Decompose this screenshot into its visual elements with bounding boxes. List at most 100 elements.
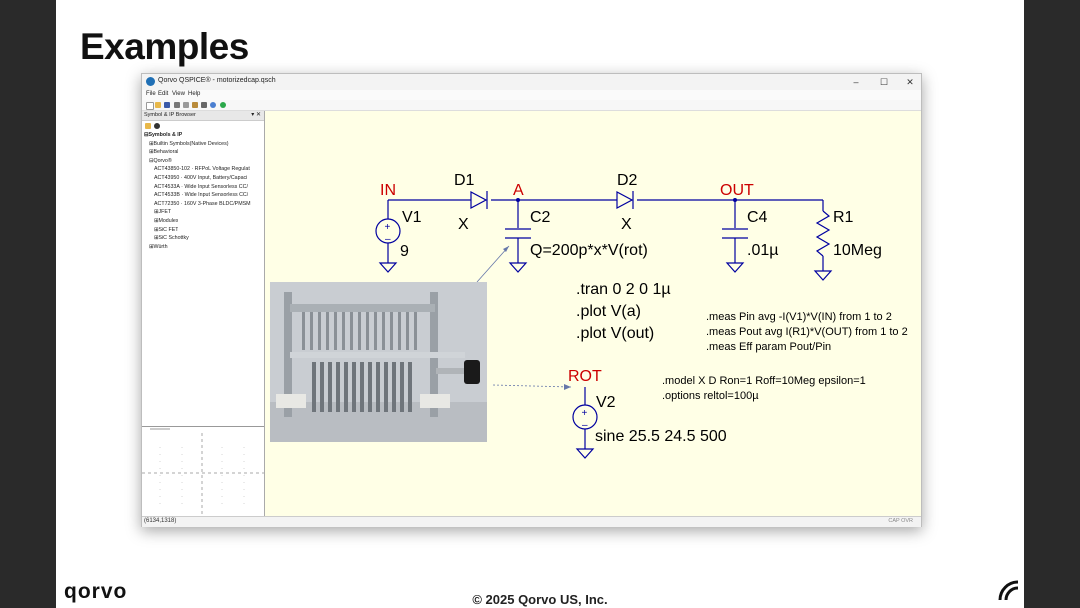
directive-plot-out: .plot V(out) [576, 325, 654, 342]
tree-item-label: Symbols & IP [148, 132, 183, 138]
copy-icon[interactable] [183, 102, 189, 108]
tree-expander-icon[interactable]: ⊞ [154, 218, 159, 224]
tree-item[interactable]: ⊞Würth [149, 244, 168, 250]
keyboard-mode: CAP OVR [888, 518, 913, 524]
tree-item[interactable]: ⊟Symbols & IP [144, 132, 182, 138]
arrow-head-c2 [503, 246, 509, 252]
tree-item[interactable]: ACT43950 · 400V Input, Battery/Capaci [154, 175, 247, 181]
directive-meas-pin: .meas Pin avg -I(V1)*V(IN) from 1 to 2 [706, 311, 892, 323]
browse-folder-icon[interactable] [145, 123, 151, 129]
tree-item[interactable]: ACT4533B · Wide Input Sensorless CC/ [154, 192, 248, 198]
tree-item[interactable]: ACT43850-102 · RFPoL Voltage Regulat [154, 166, 250, 172]
schematic-drawing[interactable]: + – + – IN A OUT ROT D1 X D2 X [265, 111, 921, 516]
tree-item[interactable]: ⊞SiC FET [154, 227, 178, 233]
tree-expander-icon[interactable]: ⊟ [144, 132, 149, 138]
r1-label: R1 [833, 209, 854, 226]
directive-options: .options reltol=100µ [662, 390, 759, 402]
run-simulation-icon[interactable] [220, 102, 226, 108]
tree-item-label: Builtin Symbols(Native Devices) [153, 140, 229, 147]
slide: Examples Qorvo QSPICE® - motorizedcap.qs… [56, 0, 1024, 608]
status-bar: (6134,1318) CAP OVR [142, 516, 921, 527]
directive-meas-eff: .meas Eff param Pout/Pin [706, 341, 831, 353]
menu-edit[interactable]: Edit [158, 91, 169, 97]
qorvo-logo: qorvo [64, 580, 128, 603]
browser-header: Symbol & IP Browser ▾ ✕ [142, 111, 264, 121]
close-button[interactable]: ✕ [906, 77, 914, 87]
directive-meas-pout: .meas Pout avg I(R1)*V(OUT) from 1 to 2 [706, 326, 908, 338]
maximize-button[interactable]: ☐ [879, 77, 889, 87]
tree-item-label: Würth [153, 243, 168, 250]
qorvo-corner-mark-icon [998, 580, 1019, 601]
tree-item[interactable]: ⊞JFET [154, 209, 171, 215]
directive-tran: .tran 0 2 0 1µ [576, 281, 671, 298]
new-file-icon[interactable] [146, 102, 154, 110]
help-icon[interactable] [210, 102, 216, 108]
tree-item[interactable]: ACT4533A · Wide Input Sensorless CC/ [154, 184, 248, 190]
minimize-button[interactable]: – [853, 77, 859, 87]
menu-help[interactable]: Help [188, 91, 201, 97]
ground-c2 [508, 262, 528, 273]
menu-bar: File Edit View Help [142, 90, 921, 100]
tree-item-label: Qorvo® [153, 157, 172, 164]
symbol-ip-browser: Symbol & IP Browser ▾ ✕ ⊟Symbols & IP⊞Bu… [142, 111, 265, 517]
qspice-window: Qorvo QSPICE® - motorizedcap.qsch – ☐ ✕ … [141, 73, 922, 527]
toolbar [142, 100, 921, 111]
variable-capacitor-photo [270, 282, 487, 442]
tree-item[interactable]: ⊟Qorvo® [149, 158, 172, 164]
d2-model: X [621, 216, 632, 233]
d2-diode-symbol [616, 191, 634, 209]
browser-pin-close[interactable]: ▾ ✕ [251, 112, 261, 118]
window-title: Qorvo QSPICE® - motorizedcap.qsch [158, 77, 276, 84]
v1-value: 9 [400, 243, 409, 260]
slide-title: Examples [80, 26, 249, 67]
d1-diode-symbol [470, 191, 488, 209]
save-icon[interactable] [164, 102, 170, 108]
tree-expander-icon[interactable]: ⊞ [149, 140, 154, 147]
arrow-photo-to-c2 [476, 245, 510, 283]
tree-item-label: ACT4533B · Wide Input Sensorless CC/ [154, 192, 249, 199]
paste-icon[interactable] [192, 102, 198, 108]
tree-expander-icon[interactable]: ⊞ [154, 235, 159, 242]
tree-item[interactable]: ACT72350 · 160V 3-Phase BLDC/PMSM [154, 201, 251, 207]
tree-item-label: SiC FET [158, 226, 179, 233]
v1-minus-sign: – [385, 234, 391, 245]
r1-value: 10Meg [833, 242, 882, 259]
menu-file[interactable]: File [146, 91, 156, 97]
tree-item-label: SiC Schottky [158, 235, 189, 242]
netlabel-a: A [513, 182, 524, 199]
v2-label: V2 [596, 394, 616, 411]
menu-view[interactable]: View [172, 91, 185, 97]
ground-r1 [813, 270, 833, 281]
tree-item-label: ACT72350 · 160V 3-Phase BLDC/PMSM [154, 200, 251, 207]
netlabel-rot: ROT [568, 368, 602, 385]
netlabel-in: IN [380, 182, 396, 199]
tree-expander-icon[interactable]: ⊞ [154, 226, 159, 233]
arrow-head-rot [564, 384, 571, 390]
tree-item-label: ACT4533A · Wide Input Sensorless CC/ [154, 183, 248, 190]
v2-plus-sign: + [582, 408, 588, 419]
c2-label: C2 [530, 209, 551, 226]
binoculars-icon[interactable] [154, 123, 160, 129]
d1-model: X [458, 216, 469, 233]
tree-item-label: JFET [158, 209, 172, 216]
tree-expander-icon[interactable]: ⊞ [149, 243, 154, 250]
tree-expander-icon[interactable]: ⊟ [149, 157, 154, 164]
open-folder-icon[interactable] [155, 102, 161, 108]
tree-expander-icon[interactable]: ⊞ [149, 149, 154, 156]
tree-expander-icon[interactable]: ⊞ [154, 209, 159, 216]
ground-v2 [575, 448, 595, 459]
junction-out [733, 198, 737, 202]
title-bar[interactable]: Qorvo QSPICE® - motorizedcap.qsch – ☐ ✕ [142, 74, 921, 90]
netlabel-out: OUT [720, 182, 754, 199]
cut-icon[interactable] [174, 102, 180, 108]
tree-item[interactable]: ⊞Builtin Symbols(Native Devices) [149, 141, 229, 147]
tree-item[interactable]: ⊞Behavioral [149, 149, 178, 155]
schematic-canvas[interactable]: + – + – IN A OUT ROT D1 X D2 X [265, 111, 921, 516]
tree-item[interactable]: ⊞SiC Schottky [154, 235, 189, 241]
tree-item-label: ACT43850-102 · RFPoL Voltage Regulat [154, 166, 250, 173]
tree-item[interactable]: ⊞Modules [154, 218, 178, 224]
d2-label: D2 [617, 172, 638, 189]
print-icon[interactable] [201, 102, 207, 108]
browser-tools [142, 121, 264, 131]
variable-capacitor-image [270, 282, 487, 442]
